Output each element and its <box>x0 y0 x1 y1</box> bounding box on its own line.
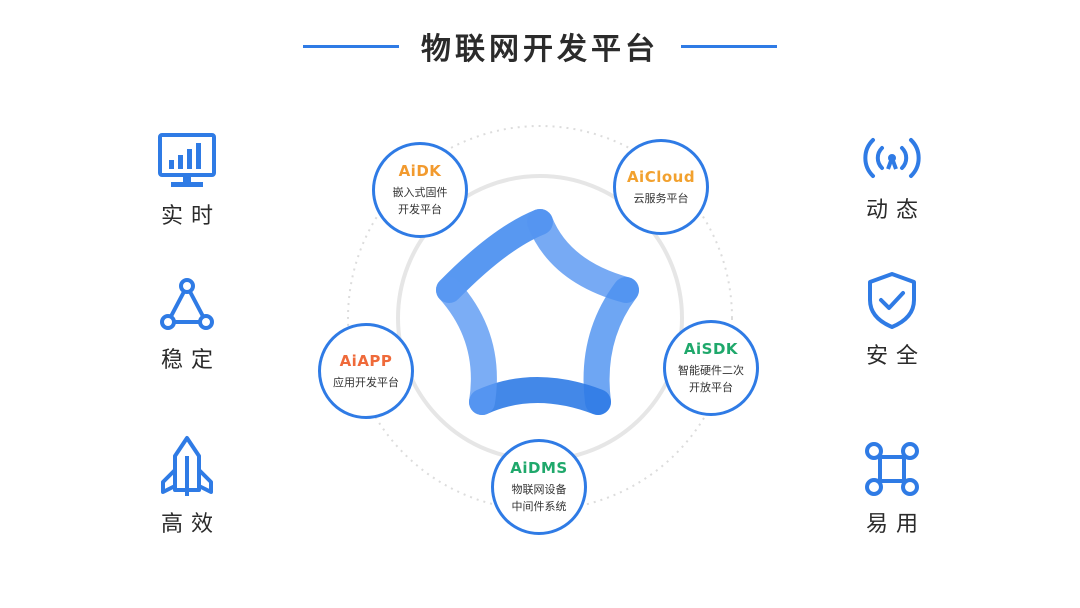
star-arm-4 <box>469 377 611 415</box>
feature-stable: 稳定 <box>137 276 237 374</box>
feature-label: 稳定 <box>160 348 221 373</box>
page-title: 物联网开发平台 <box>421 32 659 67</box>
node-title: AiSDK <box>683 340 739 358</box>
star-arm-3 <box>583 277 639 415</box>
node-subtitle-line: 智能硬件二次 <box>678 364 744 377</box>
node-title: AiCloud <box>626 167 696 186</box>
feature-label: 实时 <box>160 204 221 229</box>
feature-label: 易用 <box>865 512 926 537</box>
node-aidk: AiDK 嵌入式固件 开发平台 <box>372 142 468 238</box>
node-subtitle-line: 开放平台 <box>689 381 733 394</box>
node-title: AiDK <box>398 162 442 180</box>
star-arm-5 <box>436 277 497 415</box>
node-subtitle-line: 中间件系统 <box>511 500 567 513</box>
page-header: 物联网开发平台 <box>0 24 1080 68</box>
node-subtitle-line: 应用开发平台 <box>333 375 399 389</box>
node-title: AiAPP <box>339 351 393 370</box>
node-aiapp: AiAPP 应用开发平台 <box>318 323 414 419</box>
drone-nodes-icon <box>865 442 919 496</box>
node-subtitle-line: 物联网设备 <box>511 483 567 496</box>
signal-broadcast-icon <box>863 138 921 178</box>
node-title: AiDMS <box>510 459 568 477</box>
feature-label: 动态 <box>865 198 926 223</box>
triangle-nodes-icon <box>160 278 214 330</box>
star-logo <box>436 209 639 415</box>
node-subtitle-line: 云服务平台 <box>633 191 689 205</box>
feature-realtime: 实时 <box>137 132 237 230</box>
node-aicloud: AiCloud 云服务平台 <box>613 139 709 235</box>
shield-check-icon <box>868 272 916 329</box>
feature-label: 安全 <box>865 344 926 369</box>
monitor-chart-icon <box>158 133 216 187</box>
star-arm-1 <box>436 209 553 303</box>
node-subtitle-line: 嵌入式固件 <box>392 186 448 199</box>
feature-label: 高效 <box>160 512 221 537</box>
node-subtitle-line: 开发平台 <box>398 203 442 216</box>
star-arm-2 <box>527 209 639 303</box>
feature-easy: 易用 <box>842 440 942 538</box>
node-aidms: AiDMS 物联网设备 中间件系统 <box>491 439 587 535</box>
feature-secure: 安全 <box>842 270 942 370</box>
title-line-left <box>303 44 399 48</box>
title-line-right <box>681 44 777 48</box>
feature-efficient: 高效 <box>137 434 237 538</box>
rocket-icon <box>161 436 213 496</box>
node-aisdk: AiSDK 智能硬件二次 开放平台 <box>663 320 759 416</box>
feature-dynamic: 动态 <box>842 132 942 224</box>
